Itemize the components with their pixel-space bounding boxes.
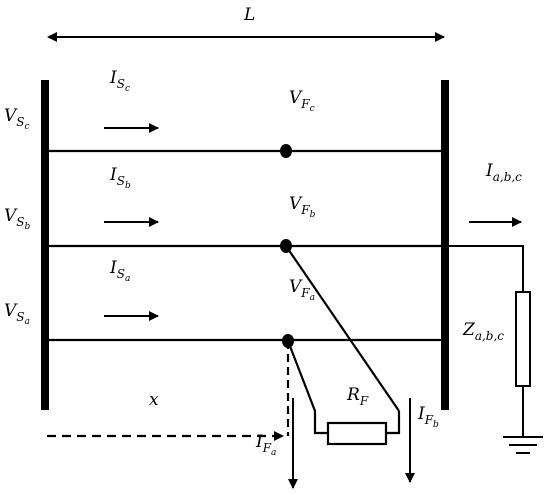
fault-diagonal-wire bbox=[285, 245, 400, 412]
fault-voltage-label-c: VFc bbox=[289, 88, 315, 114]
ground-icon bbox=[503, 436, 543, 454]
load-impedance-label: Za,b,c bbox=[462, 320, 504, 343]
fault-resistor-left-wire bbox=[286, 340, 328, 435]
load-impedance-box bbox=[515, 291, 531, 387]
fault-resistor-box bbox=[326, 421, 388, 446]
position-label: x bbox=[149, 390, 159, 410]
fault-voltage-label-a: VFa bbox=[289, 277, 315, 303]
fault-node-c bbox=[280, 144, 292, 158]
fault-resistor-right-wire bbox=[386, 411, 401, 435]
fault-current-label-b: IFb bbox=[417, 404, 439, 430]
sending-bus bbox=[41, 80, 49, 410]
source-voltage-label-a: VSa bbox=[4, 301, 30, 327]
source-voltage-label-c: VSc bbox=[4, 106, 30, 132]
load-wire bbox=[449, 245, 524, 292]
source-current-label-b: ISb bbox=[109, 165, 131, 191]
source-current-label-a: ISa bbox=[109, 258, 130, 284]
source-current-label-c: ISc bbox=[109, 68, 130, 94]
load-current-label: Ia,b,c bbox=[485, 161, 522, 184]
source-voltage-label-b: VSb bbox=[4, 206, 31, 232]
fault-resistor-label: RF bbox=[346, 385, 369, 408]
receiving-bus bbox=[441, 80, 449, 410]
length-label: L bbox=[243, 5, 255, 25]
fault-current-label-a: IFa bbox=[255, 432, 276, 458]
fault-voltage-label-b: VFb bbox=[289, 194, 316, 220]
